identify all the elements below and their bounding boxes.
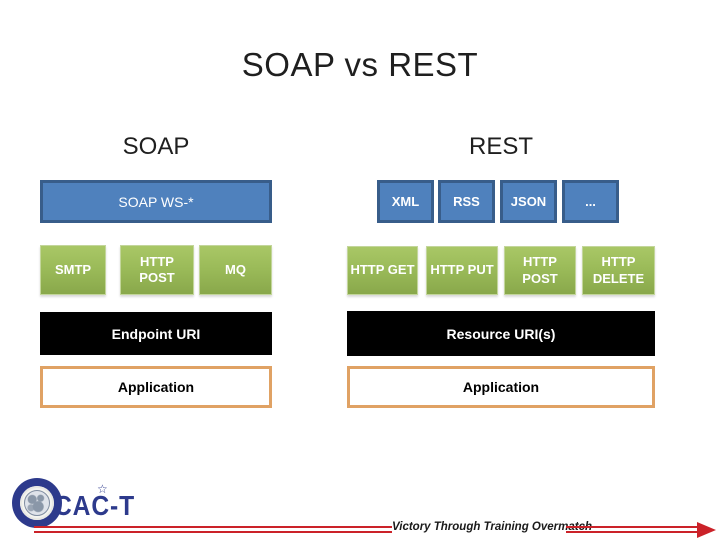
rest-application-box: Application [347, 366, 655, 408]
soap-transport-mq: MQ [199, 245, 272, 295]
footer-line-left [34, 526, 392, 533]
soap-transport-http-post: HTTP POST [120, 245, 194, 295]
rest-resource-uri-box: Resource URI(s) [347, 311, 655, 356]
rest-verb-delete: HTTP DELETE [582, 246, 655, 295]
rest-column-header: REST [468, 133, 533, 160]
footer-line-right [566, 526, 698, 533]
soap-transport-smtp: SMTP [40, 245, 106, 295]
rest-format-more: ... [562, 180, 619, 223]
rest-verb-put: HTTP PUT [426, 246, 498, 295]
star-icon: ☆ [97, 482, 108, 496]
cac-t-seal-icon [12, 478, 62, 528]
soap-application-box: Application [40, 366, 272, 408]
soap-column-header: SOAP [122, 133, 190, 160]
footer-tagline: Victory Through Training Overmatch [392, 521, 593, 533]
seal-inner-ring [20, 486, 54, 520]
globe-icon [24, 490, 50, 516]
cac-t-logo-text: CAC-T [54, 490, 136, 521]
rest-verb-get: HTTP GET [347, 246, 418, 295]
soap-ws-box: SOAP WS-* [40, 180, 272, 223]
page-title: SOAP vs REST [241, 46, 479, 83]
rest-verb-post: HTTP POST [504, 246, 576, 295]
soap-endpoint-uri-box: Endpoint URI [40, 312, 272, 355]
rest-format-xml: XML [377, 180, 434, 223]
rest-format-json: JSON [500, 180, 557, 223]
arrow-right-icon [697, 522, 716, 538]
rest-format-rss: RSS [438, 180, 495, 223]
